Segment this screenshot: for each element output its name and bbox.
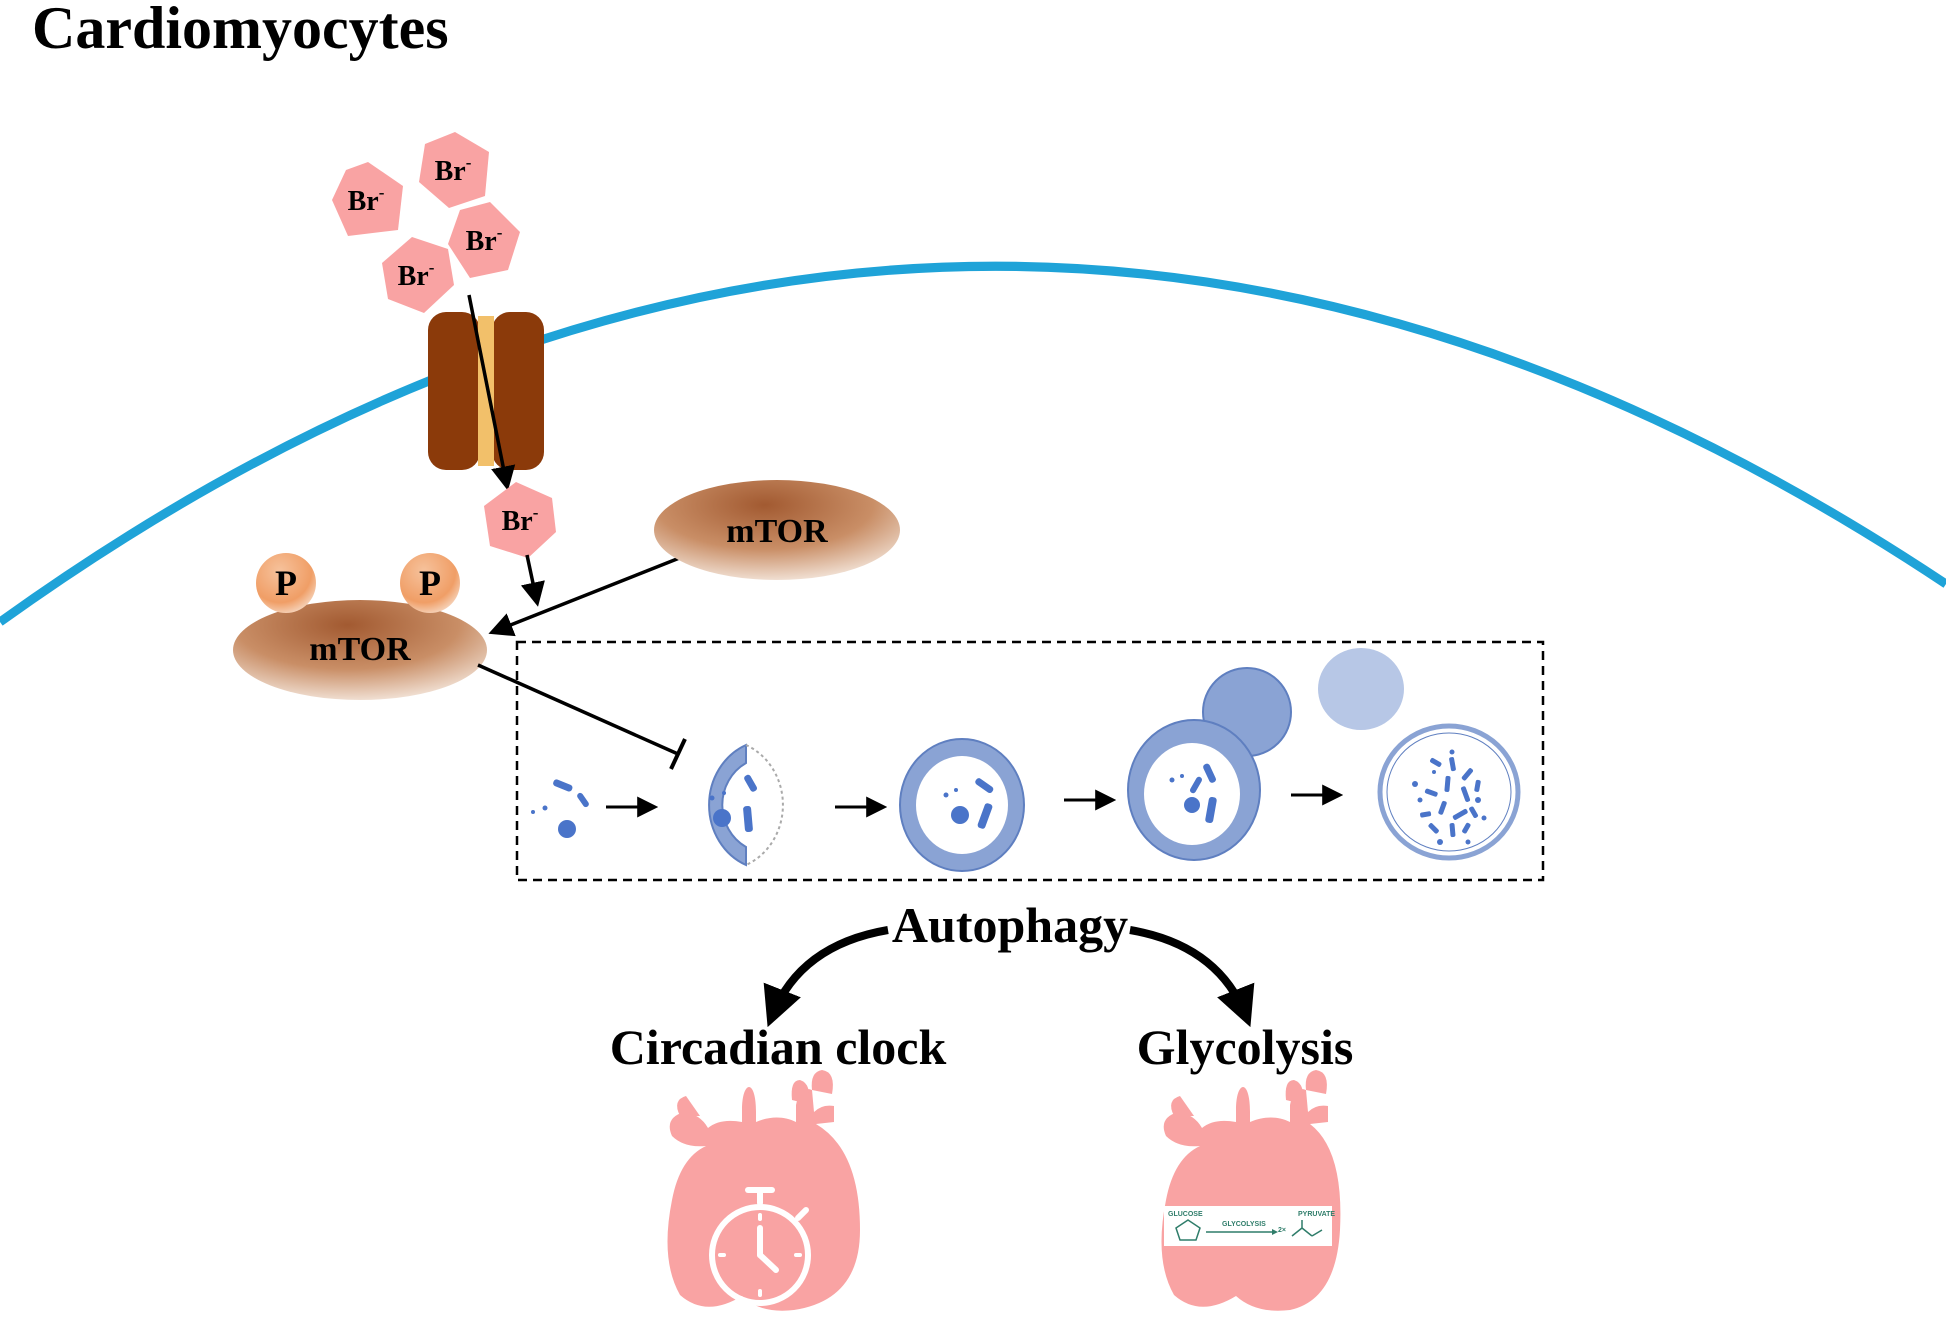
diagram-title: Cardiomyocytes (32, 0, 449, 61)
svg-text:Br-: Br- (435, 153, 472, 187)
lysosome (1318, 648, 1404, 730)
autophagosome (899, 738, 1025, 872)
bromide-ion-3: Br- (448, 202, 520, 278)
autophagy-to-glycolysis-arrow (1129, 926, 1255, 1028)
mtor-inhibition-line (477, 663, 687, 770)
svg-text:GLUCOSE: GLUCOSE (1168, 1211, 1203, 1218)
lysosome-fusion (1127, 667, 1292, 861)
phosphate-group-1: P (256, 553, 316, 613)
stopwatch-icon (709, 1187, 811, 1306)
bromide-ion-4: Br- (382, 237, 454, 313)
circadian-clock-label: Circadian clock (610, 1019, 947, 1075)
bromide-ion-1: Br- (332, 162, 403, 236)
autophagy-process-box (515, 640, 1545, 882)
glycolysis-panel: GLUCOSE PYRUVATE GLYCOLYSIS 2× (1164, 1206, 1335, 1246)
glycolysis-label: Glycolysis (1137, 1019, 1354, 1075)
autophagy-to-circadian-arrow (763, 926, 889, 1028)
svg-text:2×: 2× (1278, 1227, 1286, 1234)
heart-circadian-icon (667, 1070, 860, 1311)
svg-text:PYRUVATE: PYRUVATE (1298, 1211, 1335, 1218)
svg-text:Br-: Br- (348, 183, 385, 217)
svg-text:Br-: Br- (398, 258, 435, 292)
cell-membrane (0, 261, 1946, 626)
svg-text:mTOR: mTOR (726, 513, 828, 550)
phosphate-group-2: P (400, 553, 460, 613)
mtor-free: mTOR (654, 480, 900, 580)
mtor-to-phospho-mtor-arrow (488, 553, 688, 637)
ion-channel (428, 312, 544, 470)
pyruvate-molecule-icon (1291, 1220, 1323, 1237)
ion-entry-arrow (467, 294, 516, 491)
svg-text:P: P (275, 563, 297, 603)
svg-text:mTOR: mTOR (309, 631, 411, 668)
cytoplasmic-cargo (531, 779, 589, 838)
glucose-molecule-icon (1175, 1219, 1201, 1241)
autophagy-label: Autophagy (892, 897, 1128, 953)
svg-text:P: P (419, 563, 441, 603)
bromide-to-mtor-arrow (520, 554, 545, 607)
svg-text:Br-: Br- (466, 223, 503, 257)
heart-glycolysis-icon (1161, 1070, 1341, 1311)
svg-text:GLYCOLYSIS: GLYCOLYSIS (1222, 1221, 1266, 1228)
svg-text:Br-: Br- (502, 503, 539, 537)
mtor-phosphorylated: mTOR (233, 600, 487, 700)
bromide-ion-2: Br- (419, 132, 489, 208)
autolysosome (1377, 723, 1521, 861)
bromide-ion-intracellular: Br- (484, 482, 556, 558)
phagophore (708, 743, 784, 867)
